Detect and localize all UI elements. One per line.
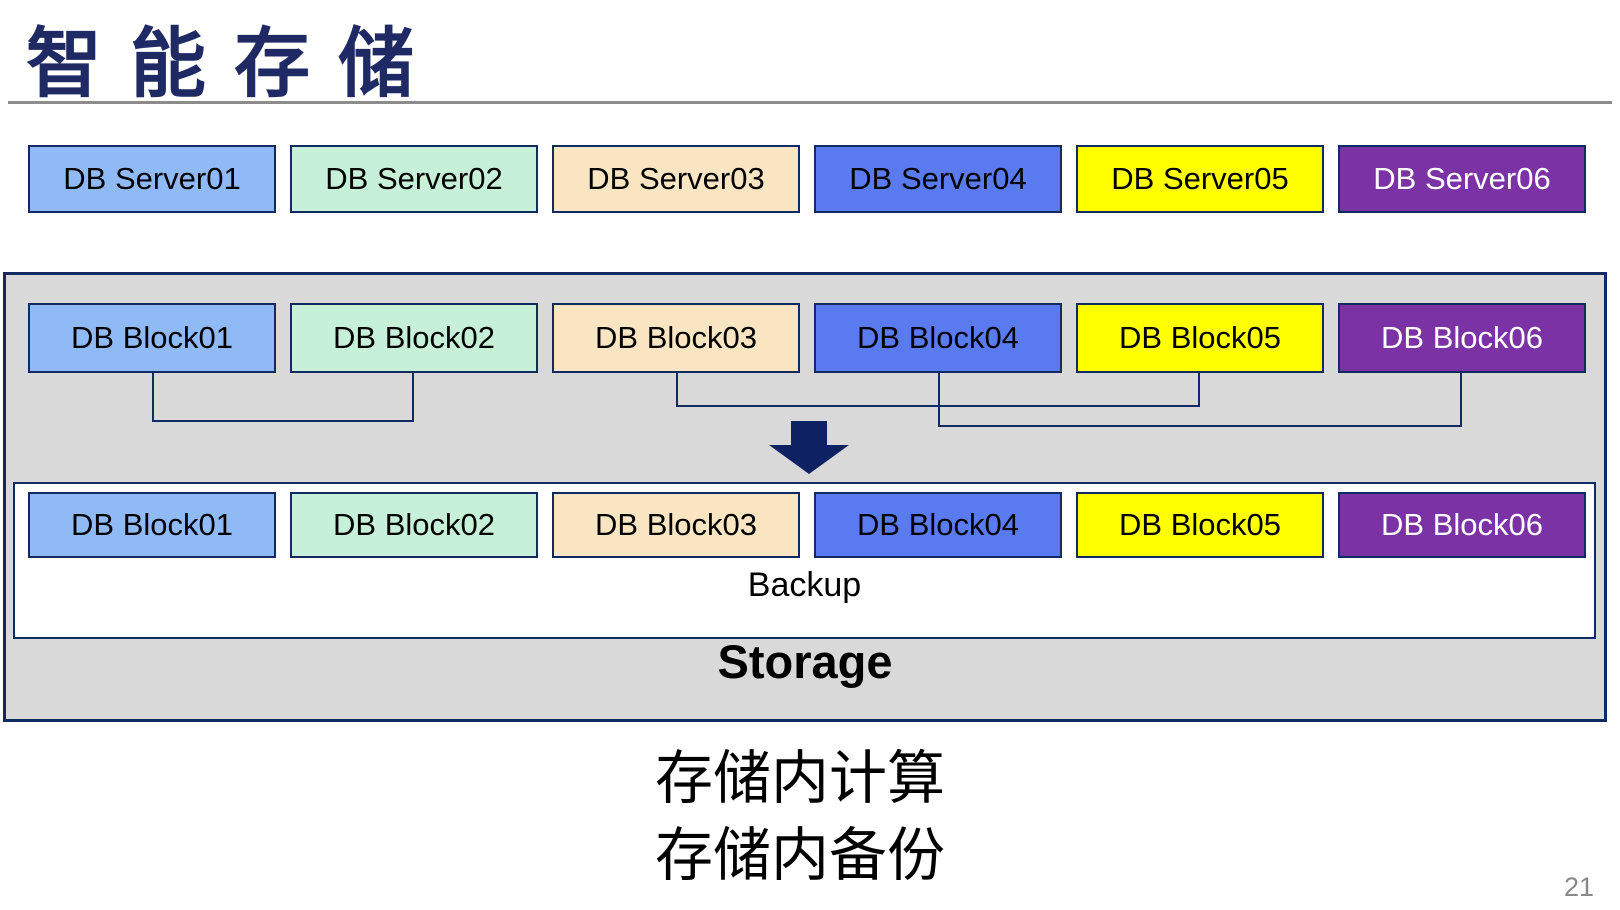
caption-line-1: 存储内计算 [655,746,946,811]
db-servers-box-3: DB Server03 [552,145,800,213]
db-blocks-storage-box-4: DB Block04 [814,492,1062,558]
page-title: 智能存储 [26,22,442,107]
db-servers-box-4: DB Server04 [814,145,1062,213]
db-blocks-source-box-6: DB Block06 [1338,303,1586,373]
db-blocks-source-box-2: DB Block02 [290,303,538,373]
db-blocks-storage-box-5: DB Block05 [1076,492,1324,558]
db-servers-box-5: DB Server05 [1076,145,1324,213]
db-blocks-storage-box-1: DB Block01 [28,492,276,558]
db-servers-box-1: DB Server01 [28,145,276,213]
backup-box [13,482,1596,639]
db-servers-box-6: DB Server06 [1338,145,1586,213]
db-blocks-storage-box-3: DB Block03 [552,492,800,558]
caption-line-2: 存储内备份 [655,823,946,888]
page-number: 21 [1564,872,1595,902]
db-servers-box-2: DB Server02 [290,145,538,213]
db-blocks-source-box-1: DB Block01 [28,303,276,373]
db-blocks-source-box-4: DB Block04 [814,303,1062,373]
connector-db-block04-to-db-block06 [938,373,1462,427]
connector-db-block01-to-db-block02 [152,373,414,422]
db-blocks-source-box-3: DB Block03 [552,303,800,373]
caption-block: 存储内计算 存储内备份 [655,740,945,894]
storage-label: Storage [717,635,893,688]
db-blocks-storage-box-2: DB Block02 [290,492,538,558]
title-divider [8,101,1612,104]
backup-label: Backup [747,566,862,604]
db-blocks-storage-box-6: DB Block06 [1338,492,1586,558]
db-blocks-source-box-5: DB Block05 [1076,303,1324,373]
down-arrow-icon [769,421,849,474]
